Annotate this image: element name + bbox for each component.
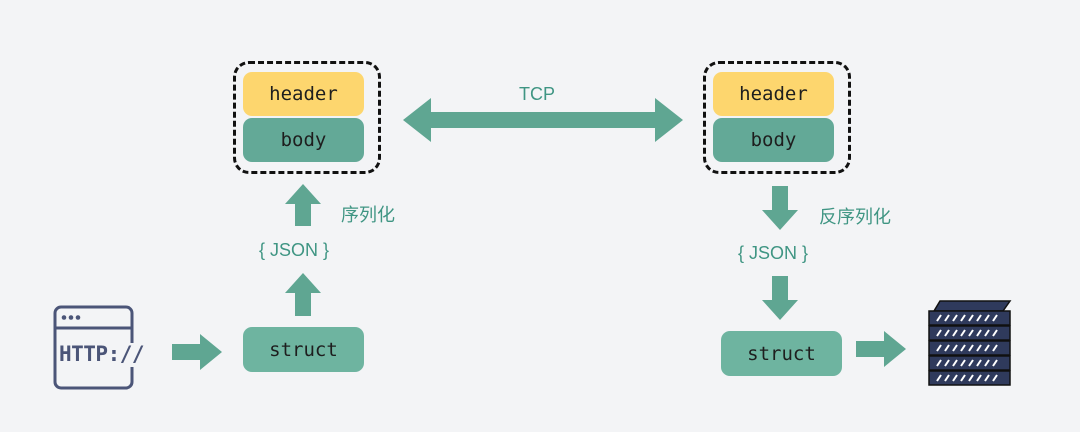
right-json-label: { JSON } — [738, 243, 809, 263]
left-struct-block: struct — [243, 327, 364, 372]
left-body-block: body — [243, 118, 364, 162]
right-packet-frame — [703, 61, 851, 174]
left-header-block: header — [243, 72, 364, 116]
left-json-label: { JSON } — [259, 240, 330, 260]
http-icon-text: HTTP:// — [59, 342, 145, 366]
tcp-label: TCP — [519, 84, 555, 104]
serialize-label: 序列化 — [341, 205, 395, 225]
right-struct-block: struct — [721, 331, 842, 376]
deserialize-label: 反序列化 — [819, 207, 891, 227]
left-packet-frame — [233, 61, 381, 174]
right-header-block: header — [713, 72, 834, 116]
right-body-block: body — [713, 118, 834, 162]
